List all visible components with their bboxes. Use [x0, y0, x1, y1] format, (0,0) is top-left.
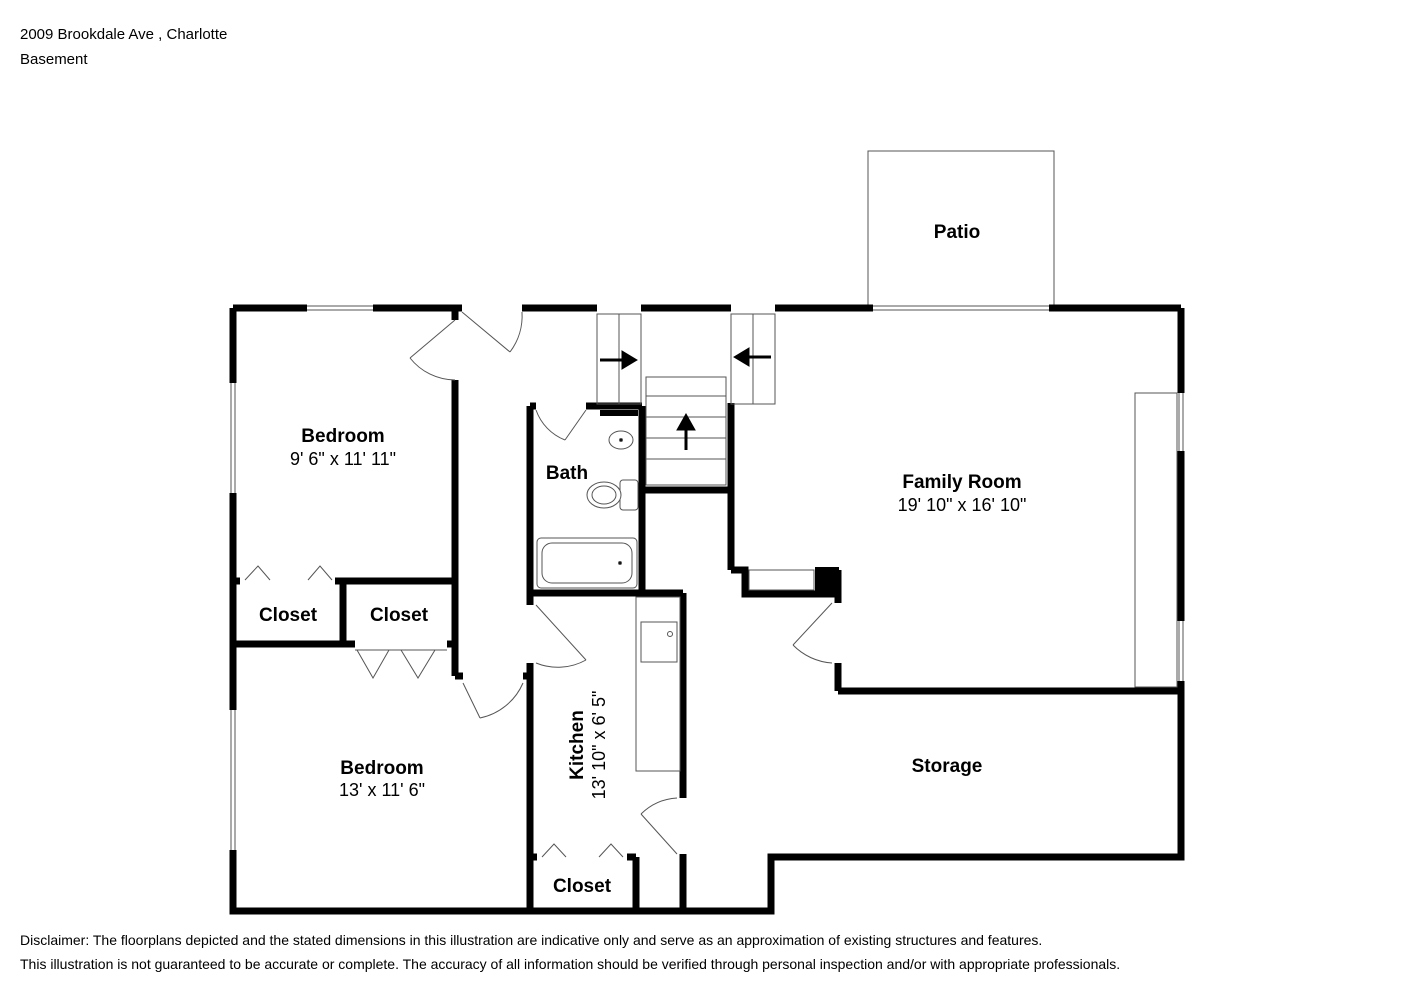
stair-arrows [600, 347, 771, 450]
closet-left-label: Closet [259, 605, 318, 626]
bedroom-bottom-label: Bedroom [340, 758, 423, 779]
kitchen-label: Kitchen [567, 710, 588, 780]
header: 2009 Brookdale Ave , Charlotte Basement [20, 22, 227, 72]
openings [227, 302, 1187, 863]
family-room-label: Family Room [902, 472, 1021, 493]
storage-label: Storage [912, 756, 983, 777]
bath-fixtures [536, 410, 639, 589]
kitchen-counter [635, 596, 681, 772]
window-lines [230, 305, 1184, 850]
room-labels: Patio Bedroom 9' 6" x 11' 11" Bath Famil… [259, 222, 1026, 897]
disclaimer: Disclaimer: The floorplans depicted and … [20, 928, 1120, 976]
bedroom-top-dims: 9' 6" x 11' 11" [290, 449, 396, 469]
family-room-dims: 19' 10" x 16' 10" [898, 495, 1027, 515]
bath-label: Bath [546, 463, 588, 484]
closet-kitchen-label: Closet [553, 876, 612, 897]
disclaimer-line-1: Disclaimer: The floorplans depicted and … [20, 932, 1043, 948]
level-label: Basement [20, 51, 88, 68]
patio-label: Patio [934, 222, 980, 243]
family-room-features [748, 392, 1178, 688]
bedroom-top-label: Bedroom [301, 426, 384, 447]
column [815, 567, 839, 595]
kitchen-dims: 13' 10" x 6' 5" [589, 691, 609, 800]
bedroom-bottom-dims: 13' x 11' 6" [339, 780, 425, 800]
address: 2009 Brookdale Ave , Charlotte [20, 26, 228, 43]
closet-right-label: Closet [370, 605, 429, 626]
doors [244, 311, 833, 858]
stairs [596, 313, 776, 486]
disclaimer-line-2: This illustration is not guaranteed to b… [20, 956, 1121, 972]
